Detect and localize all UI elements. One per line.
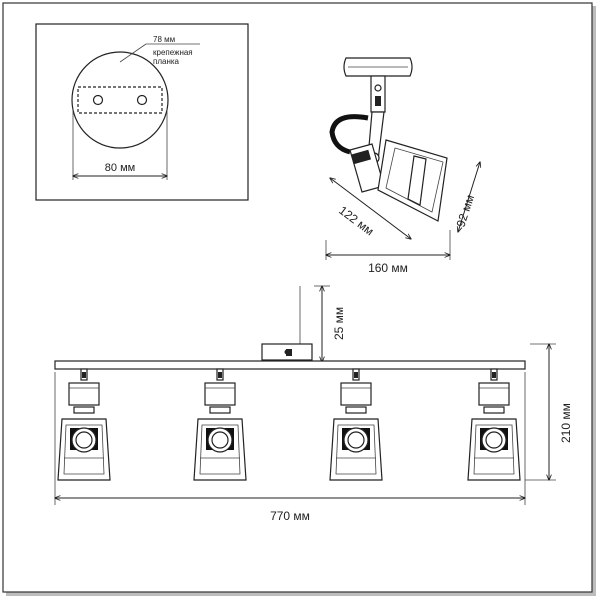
front-view: 25 мм (55, 286, 573, 523)
side-depth-label: 160 мм (368, 261, 408, 275)
side-rod (370, 75, 386, 113)
side-shade (377, 139, 448, 222)
spot-1 (57, 368, 111, 481)
spot-2 (193, 368, 247, 481)
mount-label-line1: крепежная (153, 48, 193, 57)
top-gap-label: 25 мм (332, 307, 346, 340)
mount-label-line2: планка (153, 57, 180, 66)
screw-hole-right (136, 94, 148, 106)
screw-hole-left (92, 94, 104, 106)
spot-4 (467, 368, 521, 481)
total-height-label: 210 мм (559, 403, 573, 443)
mounting-plate-inset: 80 мм 78 мм крепежная планка (35, 23, 249, 201)
base-width-label: 80 мм (105, 162, 135, 174)
spot-3 (329, 368, 383, 481)
total-width-label: 770 мм (270, 509, 310, 523)
plate-size-label: 78 мм (153, 35, 175, 44)
side-cable (329, 114, 369, 155)
mounting-bar (77, 86, 163, 114)
canopy-circle (71, 51, 169, 149)
plate-leader (119, 43, 147, 63)
main-bar (54, 360, 526, 370)
